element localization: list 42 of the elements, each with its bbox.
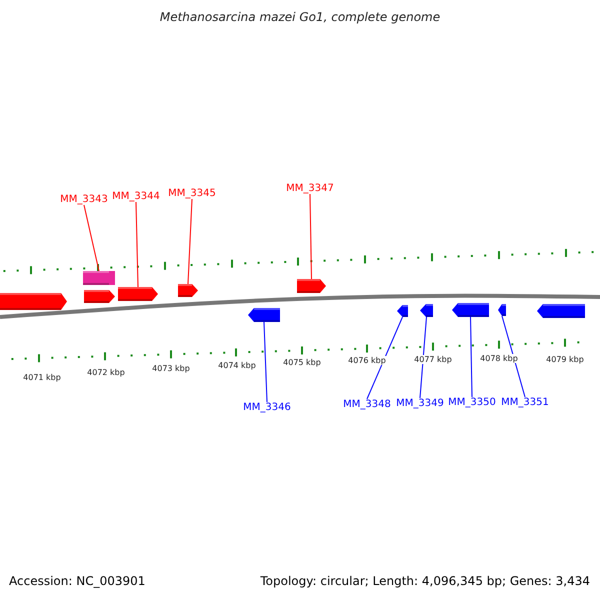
gene-feature — [0, 293, 67, 310]
scale-label: 4079 kbp — [545, 355, 585, 364]
gene-label: MM_3351 — [501, 397, 549, 408]
scale-label: 4076 kbp — [347, 356, 387, 365]
gene-block — [83, 271, 115, 285]
diagram-title: Methanosarcina mazei Go1, complete genome — [158, 10, 442, 24]
scale-label: 4074 kbp — [217, 361, 257, 370]
leader-line — [502, 316, 526, 398]
gene-label: MM_3345 — [168, 188, 216, 199]
gene-label: MM_3347 — [286, 183, 334, 194]
leader-line — [310, 194, 312, 280]
genome-stats-text: Topology: circular; Length: 4,096,345 bp; Genes: 3,434 — [260, 574, 590, 588]
gene-label: MM_3350 — [448, 397, 496, 408]
scale-label: 4077 kbp — [413, 355, 453, 364]
scale-label: 4075 kbp — [282, 358, 322, 367]
accession-text: Accession: NC_003901 — [9, 574, 146, 588]
gene-feature — [118, 287, 158, 301]
gene-label: MM_3348 — [343, 399, 391, 410]
gene-feature — [178, 284, 198, 297]
leader-line — [420, 316, 427, 398]
gene-feature — [84, 290, 115, 303]
gene-label: MM_3349 — [396, 398, 444, 409]
leader-line — [136, 202, 138, 288]
leader-line — [366, 316, 403, 400]
gene-label: MM_3344 — [112, 191, 160, 202]
leader-line — [188, 198, 192, 284]
leader-line — [264, 322, 268, 402]
gene-feature — [248, 308, 280, 322]
scale-label: 4072 kbp — [86, 368, 126, 377]
scale-label: 4073 kbp — [151, 364, 191, 373]
gene-label: MM_3343 — [60, 194, 108, 205]
leader-line — [470, 316, 472, 398]
scale-label: 4071 kbp — [22, 373, 62, 382]
gene-label: MM_3346 — [243, 402, 291, 413]
gene-feature — [452, 303, 489, 317]
gene-feature — [537, 304, 585, 318]
gene-feature — [297, 279, 326, 293]
leader-line — [84, 204, 100, 272]
scale-label: 4078 kbp — [479, 354, 519, 363]
gene-feature — [397, 305, 408, 317]
gene-feature — [498, 304, 506, 316]
gene-feature — [420, 304, 433, 317]
